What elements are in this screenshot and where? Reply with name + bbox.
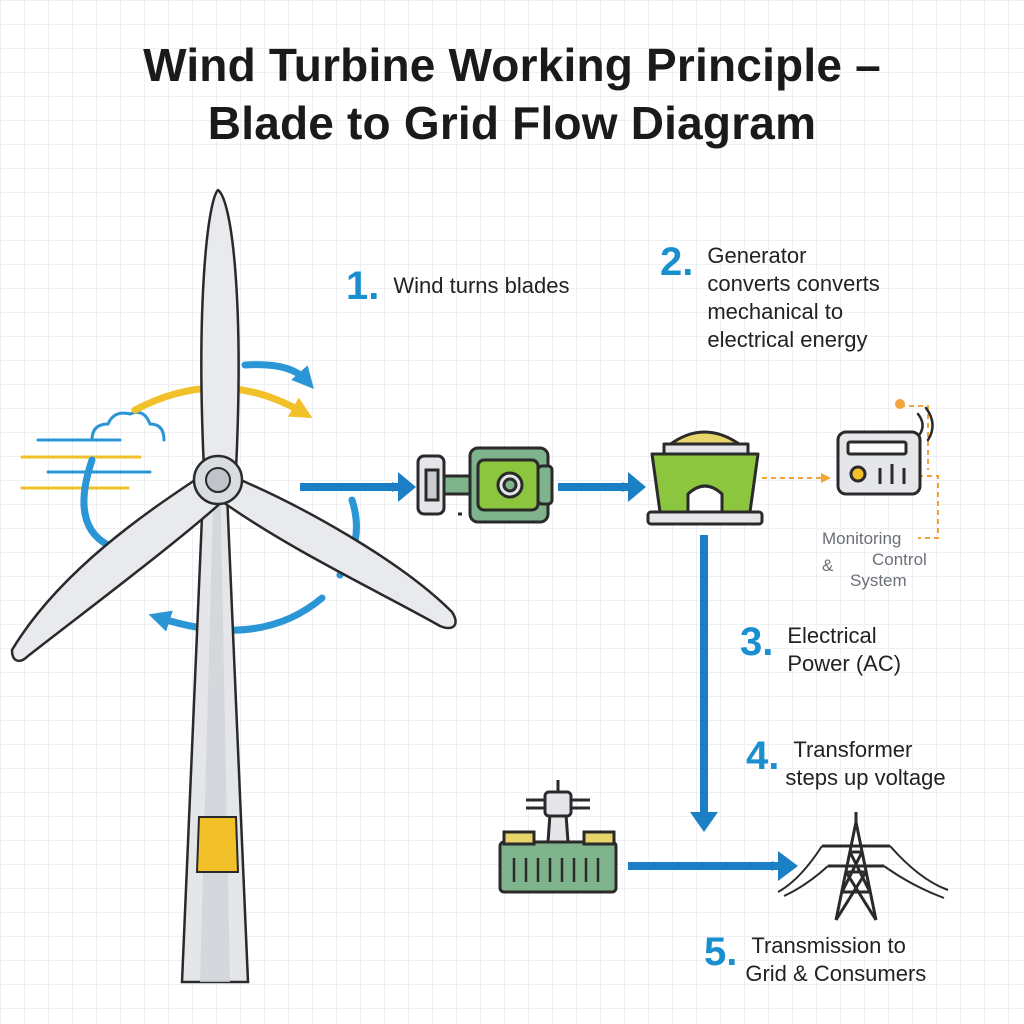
- step-1-line-1: Wind turns blades: [393, 273, 570, 298]
- title-line-2: Blade to Grid Flow Diagram: [207, 97, 817, 149]
- gearbox-icon: [416, 446, 554, 524]
- step-3-text: Electrical Power (AC): [787, 622, 901, 678]
- wind-icon: [20, 438, 152, 490]
- control-panel-icon: [836, 430, 922, 496]
- signal-dot-icon: [895, 399, 905, 409]
- step-2-line-2: converts converts: [707, 271, 880, 296]
- step-5-text: Transmission to Grid & Consumers: [745, 932, 926, 988]
- monitoring-line-1: Monitoring: [822, 529, 902, 548]
- monitoring-control-label: Monitoring Control System &: [822, 528, 942, 591]
- step-3: 3. Electrical Power (AC): [740, 622, 901, 678]
- transmission-tower-icon: [777, 812, 949, 921]
- step-2-line-3: mechanical to: [707, 299, 844, 324]
- flow-arrowheads: [398, 472, 798, 881]
- step-1-text: Wind turns blades: [393, 272, 569, 300]
- monitoring-ampersand: &: [822, 556, 834, 575]
- cloud-icon: [90, 410, 166, 442]
- monitoring-line-3: System: [850, 571, 907, 590]
- step-2-line-4: electrical energy: [707, 327, 868, 352]
- step-5: 5. Transmission to Grid & Consumers: [704, 932, 926, 988]
- step-4: 4. Transformer steps up voltage: [746, 736, 946, 792]
- step-5-line-1: Transmission to: [751, 933, 906, 958]
- step-5-line-2: Grid & Consumers: [745, 961, 927, 986]
- step-4-line-2: steps up voltage: [785, 765, 946, 790]
- step-1: 1. Wind turns blades: [346, 266, 569, 306]
- turbine-tower: [180, 468, 250, 984]
- step-2-number: 2.: [660, 240, 694, 284]
- signal-lines: [762, 405, 939, 539]
- page-title: Wind Turbine Working Principle – Blade t…: [0, 36, 1024, 152]
- transformer-icon: [498, 780, 618, 894]
- step-1-number: 1.: [346, 264, 380, 308]
- wifi-signal-icon: [916, 406, 934, 442]
- step-3-line-1: Electrical: [787, 623, 877, 648]
- turbine-hub: [192, 454, 244, 506]
- step-4-text: Transformer steps up voltage: [785, 736, 945, 792]
- title-line-1: Wind Turbine Working Principle –: [143, 39, 881, 91]
- step-3-number: 3.: [740, 620, 774, 664]
- step-5-number: 5.: [704, 930, 738, 974]
- turbine-blades: [10, 188, 457, 663]
- step-4-line-1: Transformer: [793, 737, 913, 762]
- step-2: 2. Generator converts converts mechanica…: [660, 242, 880, 354]
- generator-icon: [646, 430, 764, 526]
- step-3-line-2: Power (AC): [787, 651, 902, 676]
- monitoring-line-2: Control: [872, 550, 927, 569]
- step-2-line-1: Generator: [707, 243, 807, 268]
- step-4-number: 4.: [746, 734, 780, 778]
- flow-arrows: [300, 482, 782, 871]
- step-2-text: Generator converts converts mechanical t…: [707, 242, 879, 354]
